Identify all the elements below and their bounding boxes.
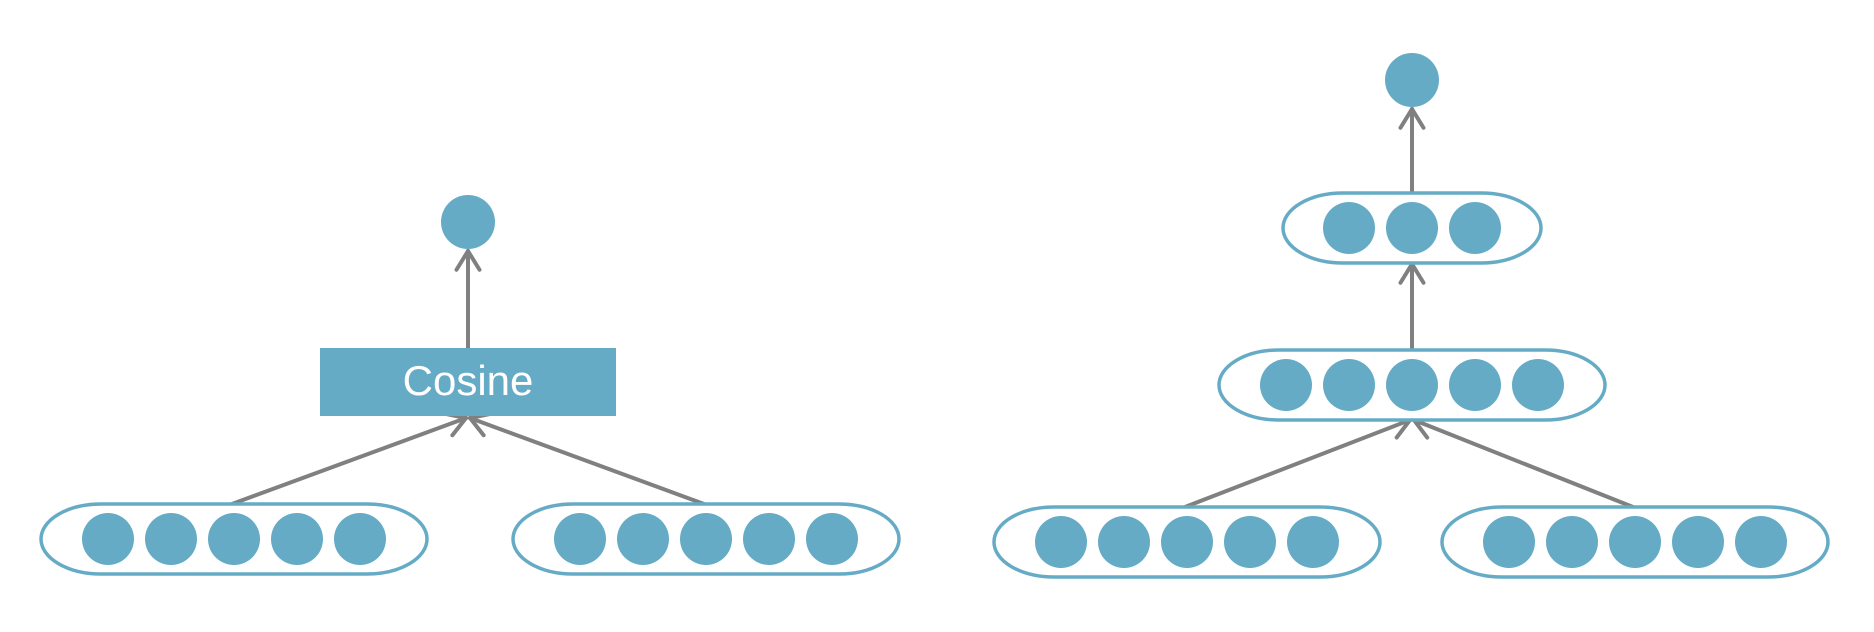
neuron-node bbox=[1098, 516, 1150, 568]
left-input-vector-b bbox=[511, 502, 901, 576]
neuron-node bbox=[1672, 516, 1724, 568]
neuron-node bbox=[743, 513, 795, 565]
neuron-node bbox=[271, 513, 323, 565]
neuron-node bbox=[145, 513, 197, 565]
hidden-layer-1 bbox=[1217, 348, 1607, 422]
neuron-node bbox=[1609, 516, 1661, 568]
neuron-node bbox=[806, 513, 858, 565]
arrow-right-a-to-hidden-1 bbox=[1183, 414, 1412, 509]
neuron-node bbox=[1287, 516, 1339, 568]
neuron-node bbox=[1546, 516, 1598, 568]
neuron-node bbox=[334, 513, 386, 565]
neuron-node bbox=[82, 513, 134, 565]
left-input-vector-a bbox=[39, 502, 429, 576]
arrows bbox=[230, 107, 1635, 509]
neuron-node bbox=[1449, 359, 1501, 411]
arrow-left-a-to-cosine bbox=[230, 411, 468, 506]
neuron-node bbox=[1035, 516, 1087, 568]
right-output-node bbox=[1385, 53, 1439, 107]
arrow-hidden-1-to-hidden-2 bbox=[1398, 262, 1426, 352]
hidden-layer-2 bbox=[1281, 191, 1543, 265]
cosine-label: Cosine bbox=[403, 357, 534, 404]
cosine-block: Cosine bbox=[320, 348, 616, 416]
shapes: Cosine bbox=[39, 53, 1830, 579]
neuron-node bbox=[208, 513, 260, 565]
arrow-right-b-to-hidden-1 bbox=[1412, 414, 1635, 509]
neuron-node bbox=[1483, 516, 1535, 568]
neuron-node bbox=[1735, 516, 1787, 568]
right-input-vector-a bbox=[992, 505, 1382, 579]
neuron-node bbox=[554, 513, 606, 565]
neuron-node bbox=[1323, 202, 1375, 254]
arrow-cosine-to-output bbox=[454, 249, 482, 350]
left-output-node bbox=[441, 195, 495, 249]
neuron-node bbox=[1386, 202, 1438, 254]
neuron-node bbox=[1386, 359, 1438, 411]
neuron-node bbox=[1260, 359, 1312, 411]
arrow-hidden-2-to-output bbox=[1398, 107, 1426, 195]
neuron-node bbox=[1449, 202, 1501, 254]
neuron-node bbox=[1161, 516, 1213, 568]
right-input-vector-b bbox=[1440, 505, 1830, 579]
neuron-node bbox=[680, 513, 732, 565]
cosine-box bbox=[320, 348, 616, 416]
neuron-node bbox=[1323, 359, 1375, 411]
neuron-node bbox=[1512, 359, 1564, 411]
arrow-left-b-to-cosine bbox=[468, 411, 706, 506]
neuron-node bbox=[617, 513, 669, 565]
neuron-node bbox=[1224, 516, 1276, 568]
